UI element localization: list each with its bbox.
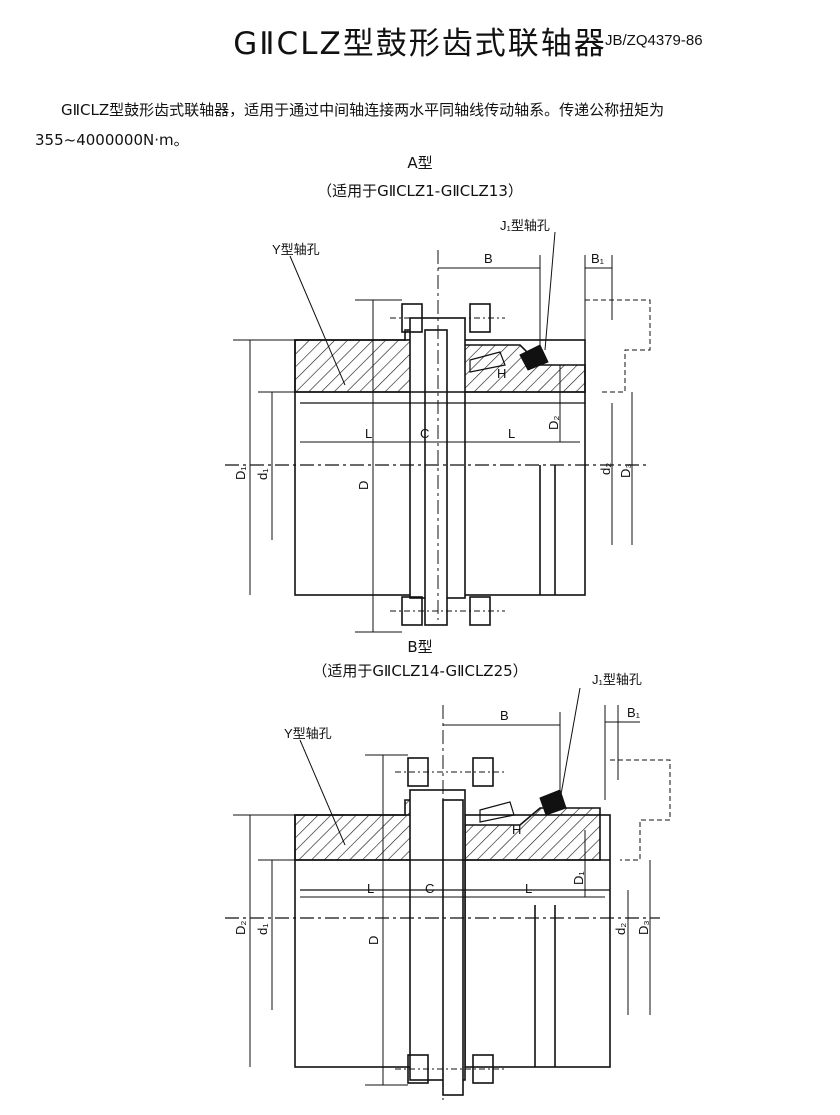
b-label-h: H (512, 822, 521, 837)
a-label-l-left: L (365, 426, 372, 441)
a-label-h: H (497, 366, 506, 381)
b-label-d2-lower: d₂ (613, 923, 628, 935)
a-center-plate (424, 329, 448, 626)
b-label-d1-upper: D₁ (571, 871, 586, 885)
b-label-b: B (500, 708, 509, 723)
a-label-d3: D₃ (618, 463, 633, 478)
a-label-d1-lower: d₁ (255, 468, 270, 480)
a-label-b: B (484, 251, 493, 266)
a-label-b1: B₁ (591, 251, 605, 266)
a-label-y-bore: Y型轴孔 (272, 242, 320, 257)
document-title: GⅡCLZ型鼓形齿式联轴器 (233, 26, 607, 62)
b-label-l-right: L (525, 881, 532, 896)
a-label-d2-upper: D₂ (546, 416, 561, 430)
b-center-plate (442, 799, 464, 1096)
b-label-d3: D₃ (636, 920, 651, 935)
diagram-b-labels: Y型轴孔 J₁型轴孔 B B₁ L C L H D₂ d₁ D D₁ d₂ D₃ (233, 672, 651, 945)
b-label-y-bore: Y型轴孔 (284, 726, 332, 741)
diagram-a-labels: Y型轴孔 J₁型轴孔 B B₁ L C L H D₁ d₁ D D₂ d₂ D₃ (233, 218, 633, 490)
b-label-d: D (366, 936, 381, 945)
standard-number: JB/ZQ4379-86 (605, 32, 703, 49)
b-label-d2-upper: D₂ (233, 921, 248, 935)
description-paragraph: GⅡCLZ型鼓形齿式联轴器，适用于通过中间轴连接两水平同轴线传动轴系。传递公称扭… (35, 101, 665, 149)
a-label-c: C (420, 426, 429, 441)
diagram-a-subcaption: （适用于GⅡCLZ1-GⅡCLZ13） (317, 182, 523, 200)
b-label-b1: B₁ (627, 705, 641, 720)
a-label-d1-upper: D₁ (233, 466, 248, 480)
a-label-d2-lower: d₂ (598, 463, 613, 475)
b-label-d1-lower: d₁ (255, 923, 270, 935)
diagram-b-subcaption: （适用于GⅡCLZ14-GⅡCLZ25） (312, 662, 528, 680)
diagram-a-caption: A型 (407, 154, 433, 172)
diagram-b (225, 687, 671, 1100)
a-label-d: D (356, 481, 371, 490)
diagram-b-caption: B型 (407, 638, 433, 656)
b-label-j1-bore: J₁型轴孔 (592, 672, 642, 687)
a-label-j1-bore: J₁型轴孔 (500, 218, 550, 233)
diagram-a (225, 231, 651, 633)
b-label-l-left: L (367, 881, 374, 896)
a-label-l-right: L (508, 426, 515, 441)
b-label-c: C (425, 881, 434, 896)
